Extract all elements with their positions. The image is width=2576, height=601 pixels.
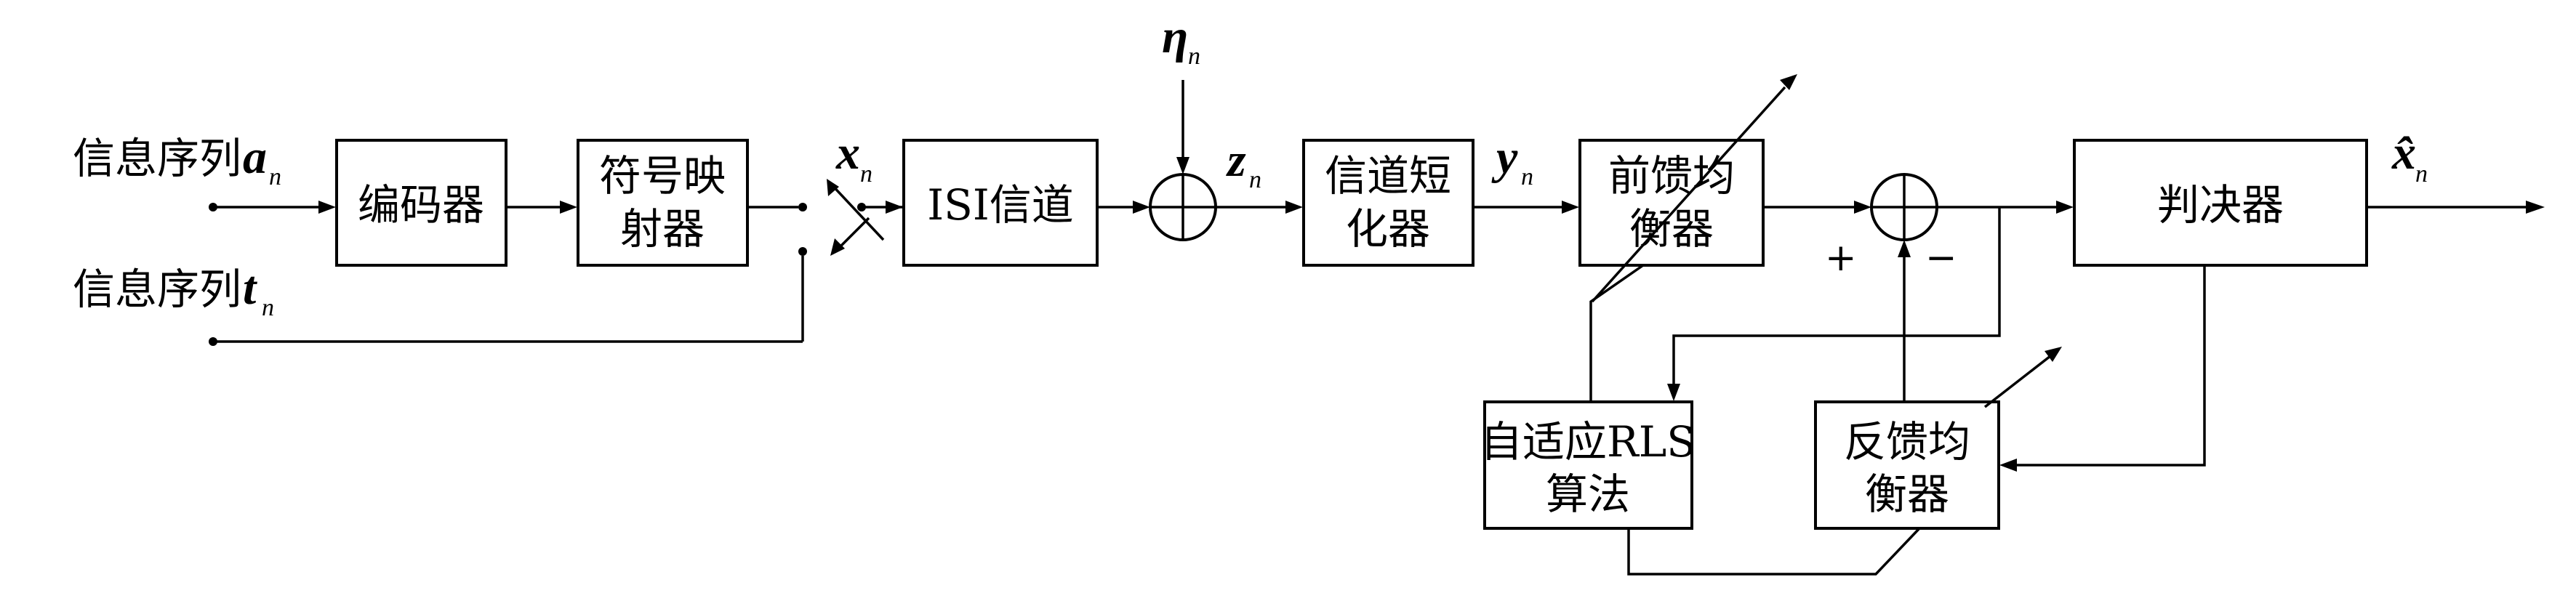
- ffe-adapt-arrow: [1780, 74, 1797, 90]
- encoder-label: 编码器: [358, 180, 484, 230]
- switch-arrow-down: [830, 238, 845, 256]
- arrow-to-adder1: [1133, 201, 1150, 214]
- arrow-to-shortener: [1285, 201, 1303, 214]
- line-error-to-rls: [1672, 207, 2001, 385]
- arrow-to-isi: [886, 201, 903, 214]
- eta-var: η: [1162, 10, 1188, 63]
- switch-contact-t: [798, 247, 807, 256]
- arrow-to-mapper: [560, 201, 577, 214]
- encoder-block: [335, 139, 507, 267]
- switch-contact-a: [798, 203, 807, 211]
- isi-channel-label: ISI信道: [927, 180, 1074, 230]
- arrow-to-fbe: [1999, 459, 2017, 472]
- input-t-label: 信息序列: [73, 265, 241, 314]
- line-rls-ffe: [1589, 264, 1644, 402]
- shortener-label-1: 信道短: [1325, 151, 1451, 201]
- rls-label-2: 算法: [1546, 469, 1630, 519]
- rls-label-1: 自适应RLS: [1480, 417, 1696, 467]
- ffe-adapt-line: [1591, 86, 1786, 303]
- y-var: y: [1491, 131, 1518, 184]
- arrow-to-encoder: [318, 201, 336, 214]
- shortener-block: [1302, 139, 1474, 267]
- x-var: x: [835, 126, 860, 180]
- arrow-to-decision: [2056, 201, 2074, 214]
- fbe-adapt-arrow: [2045, 347, 2062, 362]
- mapper-label-2: 射器: [620, 204, 705, 254]
- rls-block: [1483, 400, 1693, 530]
- ffe-label-1: 前馈均: [1608, 151, 1735, 201]
- input-t-sub: n: [262, 294, 274, 321]
- fbe-label-2: 衡器: [1865, 469, 1949, 519]
- z-var: z: [1226, 134, 1246, 187]
- summer-minus: −: [1925, 236, 1957, 280]
- arrow-to-rls: [1667, 384, 1680, 401]
- input-a-sub: n: [269, 164, 281, 190]
- fbe-block: [1814, 400, 2000, 530]
- ffe-block: [1578, 139, 1765, 267]
- line-decision-fbe: [2015, 265, 2206, 467]
- y-sub: n: [1521, 164, 1533, 190]
- fbe-label-1: 反馈均: [1844, 417, 1970, 467]
- input-a-var: a: [243, 131, 267, 184]
- summer-plus: +: [1825, 236, 1857, 280]
- shortener-label-2: 化器: [1346, 204, 1430, 254]
- input-a-label: 信息序列: [73, 134, 241, 183]
- arrow-noise-in: [1176, 157, 1189, 174]
- fbe-adapt-line: [1983, 355, 2052, 408]
- decision-block: [2073, 139, 2368, 267]
- xhat-var: x̂: [2391, 126, 2416, 180]
- isi-channel-block: [902, 139, 1099, 267]
- mapper-block: [577, 139, 749, 267]
- mapper-label-1: 符号映: [599, 151, 726, 201]
- eta-sub: n: [1188, 43, 1200, 70]
- line-rls-fbe: [1627, 527, 1921, 576]
- arrow-to-ffe: [1562, 201, 1579, 214]
- x-sub: n: [860, 161, 872, 187]
- xhat-sub: n: [2415, 161, 2428, 187]
- switch-arrow-up: [827, 179, 839, 196]
- switch-blade: [827, 180, 885, 241]
- arrow-output: [2526, 201, 2545, 214]
- decision-label: 判决器: [2157, 180, 2284, 230]
- arrow-to-summer: [1854, 201, 1871, 214]
- z-sub: n: [1249, 166, 1261, 193]
- arrow-to-summer-minus: [1898, 240, 1911, 257]
- input-t-var: t: [243, 262, 257, 315]
